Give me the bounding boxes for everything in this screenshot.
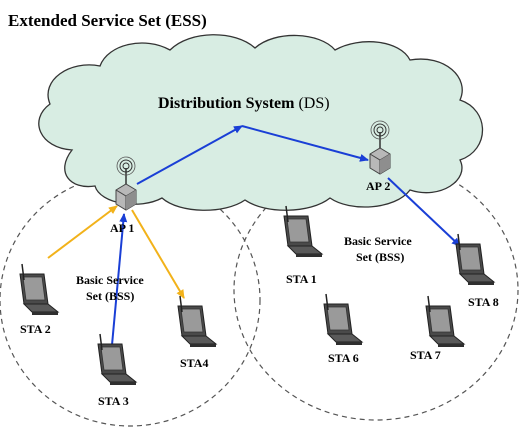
laptop-icon bbox=[455, 233, 495, 286]
sta1-label: STA 1 bbox=[286, 272, 317, 286]
ds-label: Distribution System (DS) bbox=[158, 95, 330, 112]
ds-arrow-ap1-to-ds bbox=[136, 125, 243, 185]
laptop-icon bbox=[97, 333, 137, 386]
ap2-label: AP 2 bbox=[366, 179, 390, 193]
sta4-label: STA4 bbox=[180, 356, 208, 370]
arrow-ap2-to-sta8 bbox=[387, 177, 461, 247]
station-3 bbox=[97, 333, 137, 386]
ds-label-main: Distribution System bbox=[158, 95, 298, 112]
laptop-icon bbox=[19, 263, 59, 316]
station-2 bbox=[19, 263, 59, 316]
sta3-label: STA 3 bbox=[98, 394, 129, 408]
station-1 bbox=[283, 205, 323, 258]
laptop-icon bbox=[425, 295, 465, 348]
station-8 bbox=[455, 233, 495, 286]
station-7 bbox=[425, 295, 465, 348]
ap1-label: AP 1 bbox=[110, 221, 134, 235]
laptop-icon bbox=[323, 293, 363, 346]
sta2-label: STA 2 bbox=[20, 322, 51, 336]
bss-left-label: Basic Service Set (BSS) bbox=[76, 273, 147, 303]
station-6 bbox=[323, 293, 363, 346]
sta6-label: STA 6 bbox=[328, 351, 359, 365]
bss-right-label: Basic Service Set (BSS) bbox=[344, 234, 415, 264]
bss-left-boundary bbox=[0, 173, 261, 427]
arrow-sta3-to-ap1 bbox=[111, 213, 128, 346]
arrow-sta2-to-ap1 bbox=[47, 205, 118, 259]
laptop-icon bbox=[283, 205, 323, 258]
sta7-label: STA 7 bbox=[410, 348, 441, 362]
station-4 bbox=[177, 295, 217, 348]
laptop-icon bbox=[177, 295, 217, 348]
bss-right-label-line1: Basic Service bbox=[344, 234, 412, 248]
ds-label-abbr: (DS) bbox=[298, 95, 329, 112]
sta8-label: STA 8 bbox=[468, 295, 499, 309]
distribution-system-cloud bbox=[38, 34, 483, 211]
bss-left-label-line2: Set (BSS) bbox=[86, 289, 134, 303]
bss-right-label-line2: Set (BSS) bbox=[356, 250, 404, 264]
bss-left-label-line1: Basic Service bbox=[76, 273, 144, 287]
ds-arrow-ds-to-ap2 bbox=[241, 125, 369, 162]
diagram-title: Extended Service Set (ESS) bbox=[8, 11, 207, 30]
arrow-ap1-to-sta4 bbox=[131, 209, 185, 299]
